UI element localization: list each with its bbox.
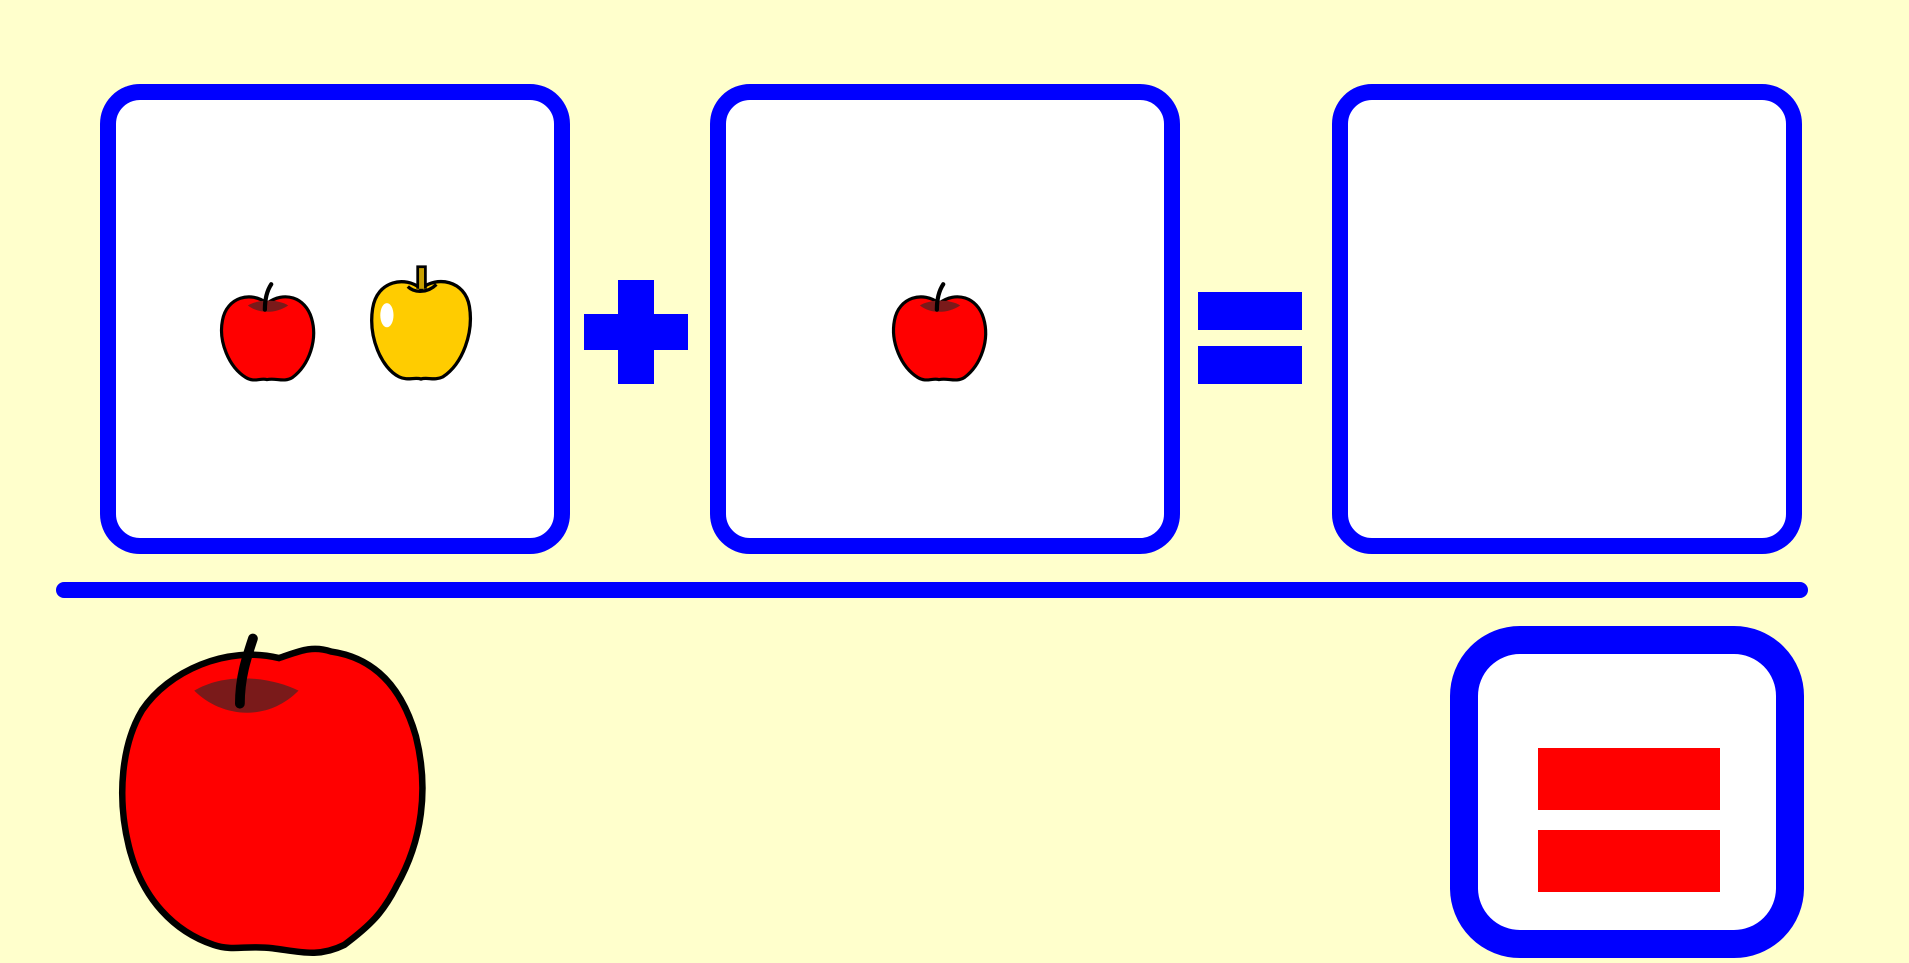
divider: [56, 582, 1808, 598]
plus-icon: [584, 280, 688, 384]
equals-icon-lower-bar: [1538, 830, 1720, 892]
yellow-apple-icon[interactable]: [366, 262, 476, 386]
check-answer-button[interactable]: [1450, 626, 1804, 958]
answer-drop-box[interactable]: [1332, 84, 1802, 554]
left-operand-box[interactable]: [100, 84, 570, 554]
red-apple-icon[interactable]: [880, 280, 998, 386]
red-apple-icon[interactable]: [116, 632, 442, 958]
equals-icon: [1538, 748, 1720, 810]
red-apple-icon[interactable]: [208, 280, 326, 386]
equals-icon: [1198, 292, 1302, 384]
